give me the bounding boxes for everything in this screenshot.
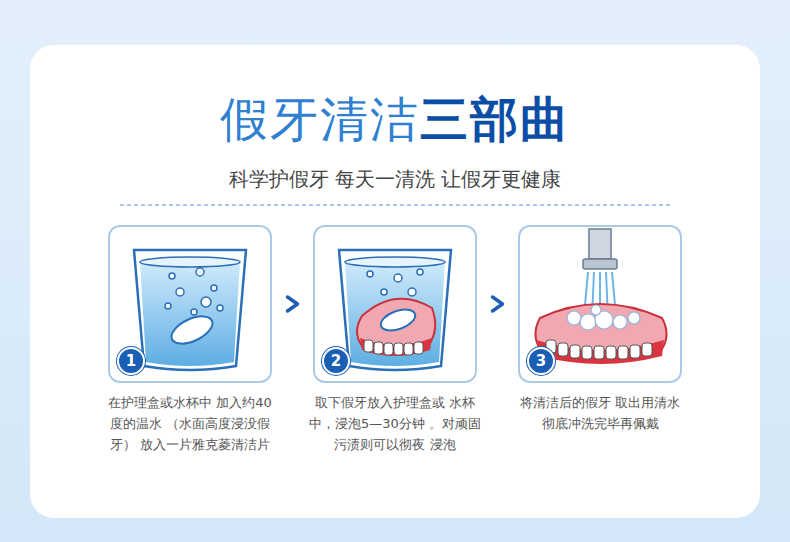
- dashed-divider: [120, 204, 670, 206]
- glass-with-denture: [339, 250, 451, 370]
- step-caption: 将清洁后的假牙 取出用清水 彻底冲洗完毕再佩戴: [514, 393, 686, 435]
- step-arrow: [493, 297, 503, 311]
- glass-with-tablet: [134, 250, 246, 370]
- step-box: 2取下假牙放入护理盒或 水杯中，浸泡5—30分钟 。对顽固污渍则可以彻夜 浸泡: [313, 225, 477, 383]
- title-emphasis: 三部曲: [420, 91, 570, 147]
- step-number: 2: [322, 347, 350, 375]
- step-caption: 在护理盒或水杯中 加入约40度的温水 （水面高度浸没假牙） 放入一片雅克菱清洁片: [104, 393, 276, 455]
- step-number: 3: [527, 347, 555, 375]
- step-caption: 取下假牙放入护理盒或 水杯中，浸泡5—30分钟 。对顽固污渍则可以彻夜 浸泡: [309, 393, 481, 455]
- step-arrow: [288, 297, 298, 311]
- subtitle: 科学护假牙 每天一清洗 让假牙更健康: [0, 166, 790, 193]
- faucet-rinse: [535, 229, 666, 364]
- title: 假牙清洁: [220, 91, 420, 147]
- title-bar: 假牙清洁三部曲: [0, 88, 790, 152]
- step-number: 1: [117, 347, 145, 375]
- step-box: 3将清洁后的假牙 取出用清水 彻底冲洗完毕再佩戴: [518, 225, 682, 383]
- step-box: 1在护理盒或水杯中 加入约40度的温水 （水面高度浸没假牙） 放入一片雅克菱清洁…: [108, 225, 272, 383]
